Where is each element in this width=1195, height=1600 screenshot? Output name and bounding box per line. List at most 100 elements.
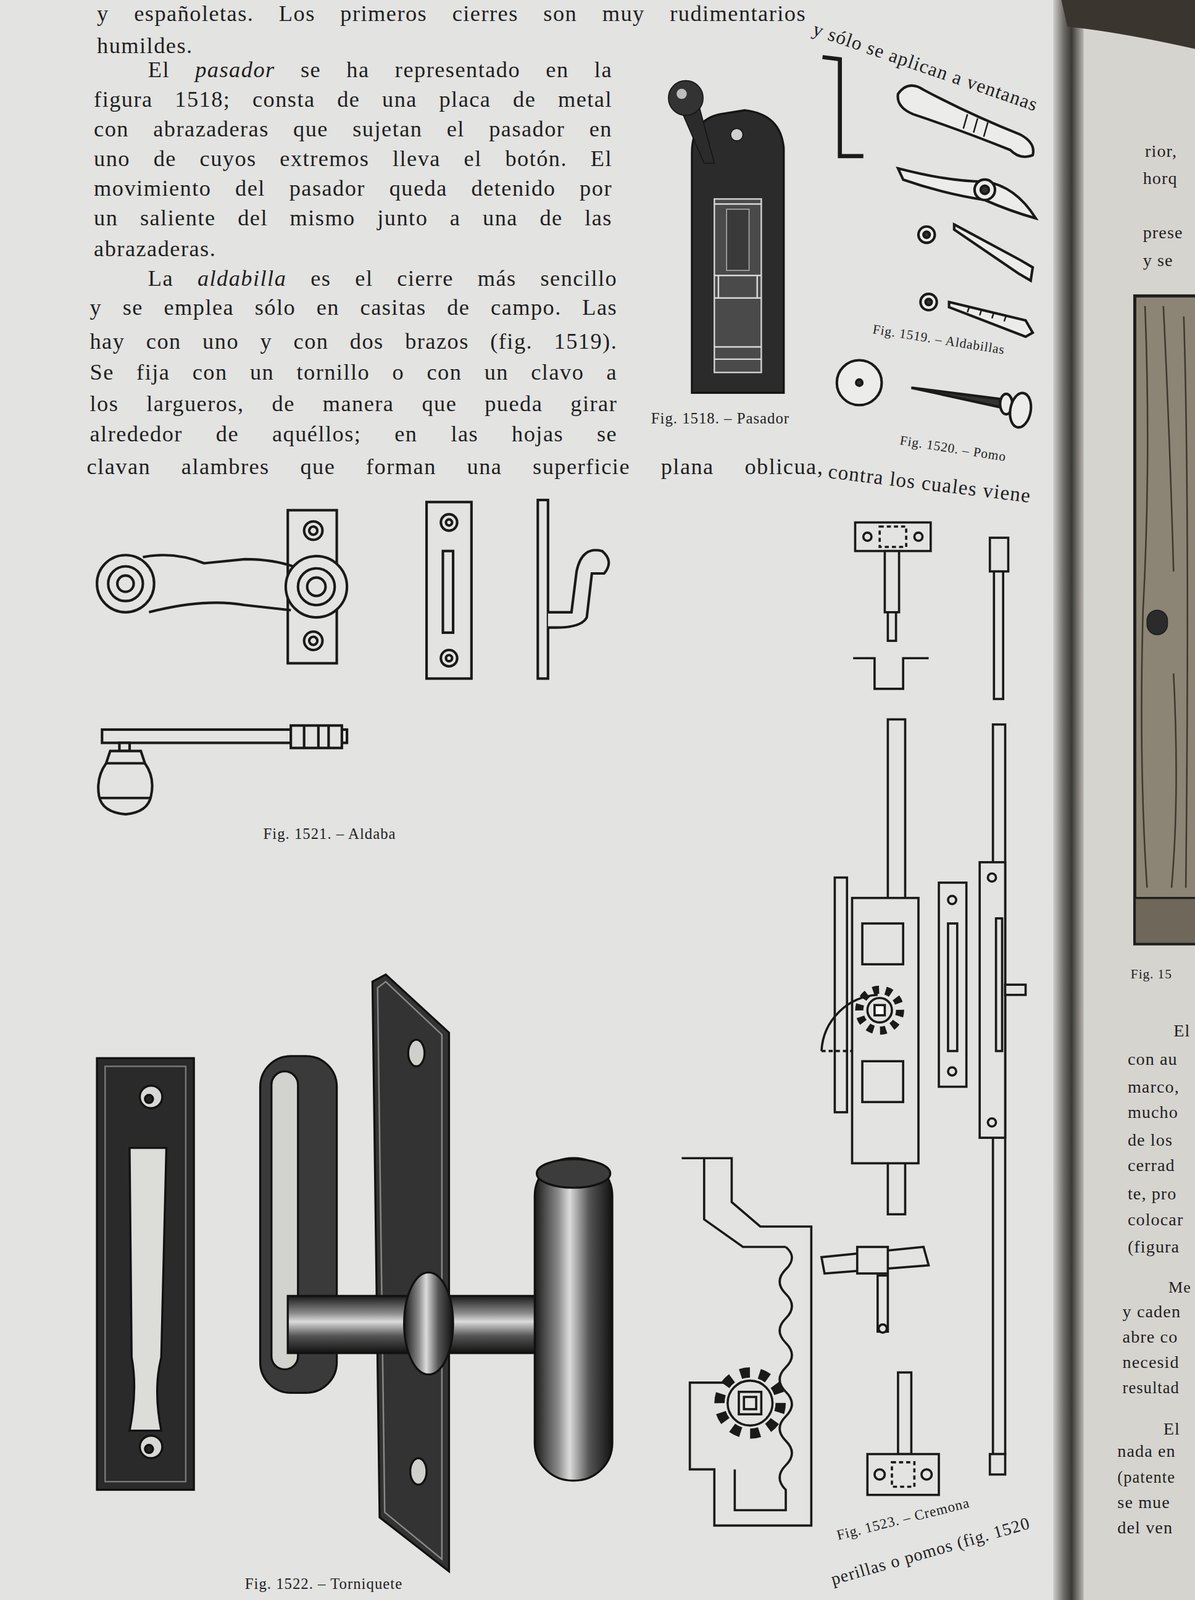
body-text: hay con uno y con dos brazos (fig. 1519)… bbox=[89, 328, 618, 354]
torniquete-figure-part bbox=[410, 1457, 427, 1485]
aldaba-figure-part bbox=[548, 549, 609, 628]
wood-frame-illustration-part bbox=[1146, 610, 1168, 636]
aldabillas-figure-part bbox=[980, 185, 989, 194]
cremona-figure-part bbox=[887, 612, 896, 641]
cremona-figure-part bbox=[727, 1380, 773, 1426]
text-line: Fig. 1520. – Pomo bbox=[898, 432, 1008, 466]
body-text: aldabilla bbox=[197, 266, 287, 291]
aldaba-figure-part bbox=[108, 566, 143, 601]
page-gutter-part bbox=[1053, 0, 1084, 1600]
cremona-figure-part bbox=[938, 882, 967, 1087]
cremona-figure-part bbox=[879, 526, 907, 547]
caption-text: de los bbox=[1127, 1130, 1173, 1150]
text-line: y españoletas. Los primeros cierres son … bbox=[96, 0, 807, 28]
torniquete-figure-part bbox=[372, 974, 449, 1572]
text-line: con abrazaderas que sujetan el pasador e… bbox=[93, 116, 613, 144]
text-line: nada en bbox=[1117, 1440, 1176, 1462]
cremona-figure-part bbox=[914, 532, 923, 541]
body-text: con abrazaderas que sujetan el pasador e… bbox=[93, 116, 613, 142]
caption-text: Me bbox=[1168, 1278, 1192, 1297]
text-line: Me bbox=[1168, 1277, 1192, 1297]
text-line: y caden bbox=[1122, 1301, 1181, 1323]
body-text: humildes. bbox=[96, 33, 194, 59]
text-line: se mue bbox=[1117, 1491, 1171, 1513]
caption-text: resultad bbox=[1122, 1378, 1180, 1397]
cremona-figure-part bbox=[874, 1469, 886, 1480]
caption-text: (patente bbox=[1117, 1467, 1176, 1487]
cremona-figure-part bbox=[979, 862, 1005, 1138]
aldaba-figure-part bbox=[443, 551, 454, 633]
text-line: un saliente del mismo junto a una de las bbox=[93, 204, 613, 233]
torniquete-figure-part bbox=[145, 1095, 154, 1104]
text-line: y se bbox=[1143, 249, 1174, 271]
aldabillas-figure-part bbox=[920, 293, 937, 310]
aldaba-figure-part bbox=[285, 556, 347, 618]
caption-text: marco, bbox=[1127, 1077, 1180, 1097]
aldaba-figure-part bbox=[117, 575, 134, 592]
torniquete-figure-part bbox=[404, 1272, 454, 1375]
cremona-figure-part bbox=[743, 1396, 757, 1410]
text-line: los largueros, de manera que pueda girar bbox=[89, 390, 618, 418]
caption-text: y caden bbox=[1122, 1301, 1181, 1321]
aldaba-figure-part bbox=[307, 577, 326, 597]
pomo-figure-part bbox=[1007, 391, 1034, 429]
text-line: El pasador se ha representado en la bbox=[148, 56, 613, 84]
torniquete-figure-part bbox=[104, 1065, 186, 1482]
text-line: de los bbox=[1127, 1129, 1173, 1151]
pomo-figure-part bbox=[856, 379, 863, 386]
cremona-figure-part bbox=[854, 522, 931, 551]
body-text: abrazaderas. bbox=[93, 236, 217, 262]
text-line: abrazaderas. bbox=[93, 235, 217, 263]
body-text: movimiento del pasador queda detenido po… bbox=[93, 175, 613, 201]
cremona-figure-part bbox=[898, 1372, 912, 1454]
aldaba-figure-part bbox=[309, 637, 318, 646]
wood-frame-illustration bbox=[1134, 295, 1195, 944]
text-line: Fig. 1521. – Aldaba bbox=[263, 824, 397, 844]
caption-text: Fig. 1519. – Aldabillas bbox=[871, 321, 1006, 358]
caption-text: te, pro bbox=[1127, 1183, 1178, 1204]
aldaba-figure-part bbox=[304, 725, 329, 748]
cremona-figure-part bbox=[877, 1275, 889, 1332]
body-text: y españoletas. Los primeros cierres son … bbox=[96, 1, 807, 26]
caption-text: Fig. 1521. – Aldaba bbox=[263, 825, 397, 842]
body-text: un saliente del mismo junto a una de las bbox=[93, 205, 613, 231]
text-line: El bbox=[1163, 1418, 1181, 1440]
text-line: con au bbox=[1127, 1048, 1178, 1070]
aldaba-figure-part bbox=[440, 514, 457, 531]
pomo-figure bbox=[836, 360, 1034, 430]
aldaba-figure-part bbox=[440, 649, 457, 667]
body-text: clavan alambres que forman una superfici… bbox=[87, 454, 825, 479]
aldabillas-figure-part bbox=[963, 114, 989, 137]
page-gutter-part bbox=[1061, 0, 1195, 49]
aldaba-figure bbox=[96, 499, 609, 815]
caption-text: nada en bbox=[1117, 1441, 1176, 1461]
aldabillas-figure-part bbox=[974, 179, 996, 200]
cremona-figure-part bbox=[719, 1372, 781, 1434]
wood-frame-illustration-part bbox=[1134, 295, 1195, 944]
cremona-figure-part bbox=[853, 657, 929, 689]
pasador-figure-part bbox=[714, 198, 762, 373]
cremona-figure-part bbox=[867, 1454, 939, 1495]
text-line: movimiento del pasador queda detenido po… bbox=[93, 175, 613, 203]
caption-text: Fig. 1522. – Torniquete bbox=[245, 1575, 403, 1592]
text-line: figura 1518; consta de una placa de meta… bbox=[93, 86, 613, 114]
body-text: se ha representado en la bbox=[300, 57, 613, 83]
caption-text: El bbox=[1173, 1020, 1191, 1041]
cremona-figure bbox=[681, 522, 1026, 1526]
torniquete-figure bbox=[96, 974, 613, 1572]
text-line: hay con uno y con dos brazos (fig. 1519)… bbox=[89, 328, 618, 356]
text-line: Fig. 15 bbox=[1130, 966, 1173, 983]
text-line: El bbox=[1173, 1020, 1191, 1042]
text-line: horq bbox=[1143, 167, 1178, 189]
cremona-figure-part bbox=[863, 532, 872, 541]
cremona-figure-part bbox=[884, 551, 899, 613]
torniquete-figure-part bbox=[96, 1057, 194, 1490]
text-line: Fig. 1519. – Aldabillas bbox=[871, 321, 1006, 359]
aldaba-figure-part bbox=[290, 725, 342, 748]
text-line: colocar bbox=[1127, 1209, 1184, 1231]
caption-text: rior, bbox=[1145, 141, 1178, 161]
caption-text: horq bbox=[1143, 168, 1178, 188]
aldaba-figure-part bbox=[96, 554, 155, 613]
aldabillas-figure-part bbox=[923, 231, 930, 238]
cremona-figure-part bbox=[681, 1157, 812, 1526]
